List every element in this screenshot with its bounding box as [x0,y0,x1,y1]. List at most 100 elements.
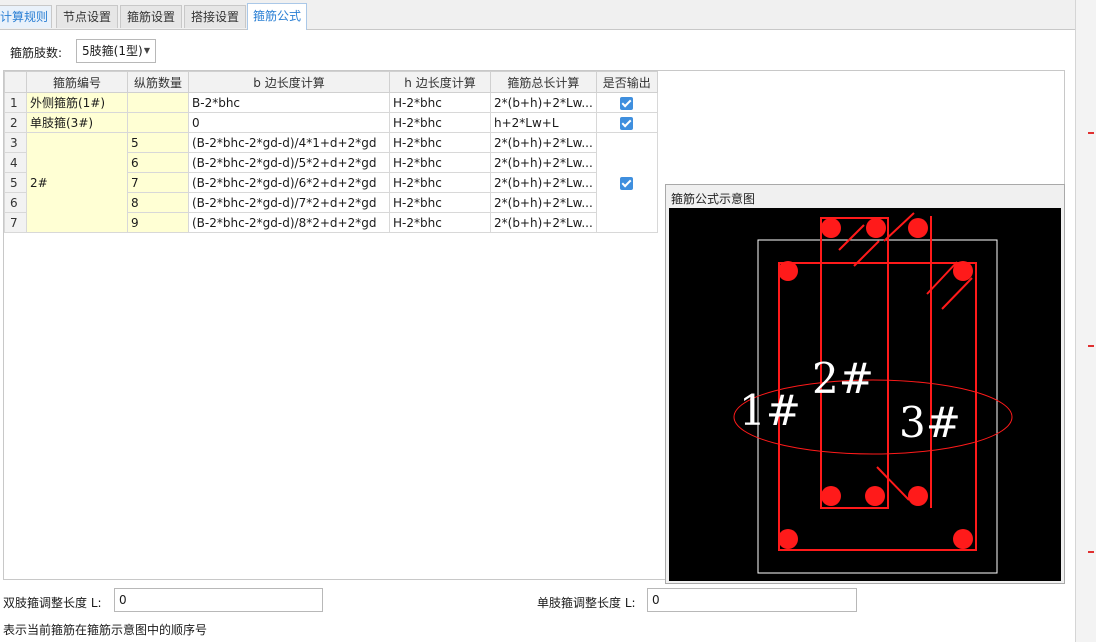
cell-id[interactable]: 2# [26,132,128,233]
col-header-b[interactable]: b 边长度计算 [188,71,390,93]
cell-h[interactable]: H-2*bhc [389,172,491,193]
table-row: 3 2# 5 (B-2*bhc-2*gd-d)/4*1+d+2*gd H-2*b… [4,132,658,233]
rebar-dot [953,529,973,549]
cell-b[interactable]: (B-2*bhc-2*gd-d)/8*2+d+2*gd [188,212,390,233]
cell-qty[interactable]: 5 [127,132,189,153]
stirrup-lines [778,212,977,551]
stirrup-count-label: 箍筋肢数: [10,46,63,60]
col-header-output[interactable]: 是否输出 [595,71,658,93]
double-adjust-input[interactable]: 0 [114,588,323,612]
cell-h[interactable]: H-2*bhc [389,192,491,213]
corner-cell [4,71,27,93]
cell-total[interactable]: h+2*Lw+L [490,112,597,133]
cell-h[interactable]: H-2*bhc [389,132,491,153]
row-number: 6 [4,192,27,213]
section-outline [757,239,998,574]
col-header-total[interactable]: 箍筋总长计算 [490,71,597,93]
cell-b[interactable]: 0 [188,112,390,133]
cell-total[interactable]: 2*(b+h)+2*Lw... [490,152,597,173]
col-header-qty[interactable]: 纵筋数量 [127,71,189,93]
cell-b[interactable]: (B-2*bhc-2*gd-d)/5*2+d+2*gd [188,152,390,173]
hook [853,240,880,267]
diagram-canvas: 1# 2# 3# [669,208,1061,581]
cell-b[interactable]: B-2*bhc [188,92,390,113]
row-number: 1 [4,92,27,113]
label-2: 2# [812,354,874,403]
table-row: 5 7 (B-2*bhc-2*gd-d)/6*2+d+2*gd H-2*bhc … [4,172,658,193]
table-row: 1 外侧箍筋(1#) B-2*bhc H-2*bhc 2*(b+h)+2*Lw.… [4,92,658,113]
cell-qty[interactable] [127,92,189,113]
cell-id[interactable]: 单肢箍(3#) [26,112,128,133]
cell-h[interactable]: H-2*bhc [389,152,491,173]
output-checkbox[interactable] [620,96,634,110]
cell-total[interactable]: 2*(b+h)+2*Lw... [490,192,597,213]
cell-h[interactable]: H-2*bhc [389,112,491,133]
outer-stirrup [778,262,977,551]
output-checkbox[interactable] [620,116,634,130]
row-number: 5 [4,172,27,193]
rebar-dot [778,261,798,281]
cell-output [595,92,658,113]
stirrup-diagram: 1# 2# 3# [733,212,1013,574]
table-row: 4 6 (B-2*bhc-2*gd-d)/5*2+d+2*gd H-2*bhc … [4,152,658,173]
label-3: 3# [899,398,961,447]
label-ellipse [733,379,1013,455]
table-row: 2 单肢箍(3#) 0 H-2*bhc h+2*Lw+L [4,112,658,133]
cell-b[interactable]: (B-2*bhc-2*gd-d)/4*1+d+2*gd [188,132,390,153]
cell-qty[interactable] [127,112,189,133]
stirrup-count-value: 5肢箍(1型) [82,44,143,58]
formula-table: 箍筋编号 纵筋数量 b 边长度计算 h 边长度计算 箍筋总长计算 是否输出 1 … [4,71,658,233]
rebar-dot [778,529,798,549]
table-header-row: 箍筋编号 纵筋数量 b 边长度计算 h 边长度计算 箍筋总长计算 是否输出 [4,71,658,93]
single-adjust-label: 单肢箍调整长度 L: [537,596,636,610]
tab-stirrup-formula[interactable]: 箍筋公式 [247,3,307,30]
cell-total[interactable]: 2*(b+h)+2*Lw... [490,212,597,233]
cell-h[interactable]: H-2*bhc [389,212,491,233]
row-number: 7 [4,212,27,233]
hook [883,212,915,242]
cell-qty[interactable]: 6 [127,152,189,173]
tab-bar: 计算规则 节点设置 箍筋设置 搭接设置 箍筋公式 [0,0,1075,30]
edge-marker [1088,551,1094,553]
cell-total[interactable]: 2*(b+h)+2*Lw... [490,132,597,153]
hook [926,261,958,295]
edge-marker [1088,345,1094,347]
cell-id[interactable]: 外侧箍筋(1#) [26,92,128,113]
cell-h[interactable]: H-2*bhc [389,92,491,113]
rebar-dot [821,218,841,238]
stirrup-count-select[interactable]: 5肢箍(1型) ▼ [76,39,156,63]
hook [941,277,973,310]
rebar-dot [908,218,928,238]
cell-output [595,112,658,133]
hook [876,466,910,501]
cell-b[interactable]: (B-2*bhc-2*gd-d)/7*2+d+2*gd [188,192,390,213]
edge-marker [1088,132,1094,134]
cell-qty[interactable]: 7 [127,172,189,193]
rebar-points [778,218,973,549]
cell-b[interactable]: (B-2*bhc-2*gd-d)/6*2+d+2*gd [188,172,390,193]
cell-output [595,132,658,233]
table-row: 7 9 (B-2*bhc-2*gd-d)/8*2+d+2*gd H-2*bhc … [4,212,658,233]
col-header-h[interactable]: h 边长度计算 [389,71,491,93]
col-header-id[interactable]: 箍筋编号 [26,71,128,93]
rebar-dot [908,486,928,506]
tab-stirrup-settings[interactable]: 箍筋设置 [120,5,182,28]
output-checkbox[interactable] [620,176,634,190]
rebar-dot [865,486,885,506]
double-adjust-label: 双肢箍调整长度 L: [3,596,102,610]
tab-lap-settings[interactable]: 搭接设置 [184,5,246,28]
chevron-down-icon: ▼ [143,46,150,55]
row-number: 3 [4,132,27,153]
cell-qty[interactable]: 9 [127,212,189,233]
tab-node-settings[interactable]: 节点设置 [56,5,118,28]
cell-total[interactable]: 2*(b+h)+2*Lw... [490,92,597,113]
stirrup-diagram-panel: 箍筋公式示意图 [665,184,1065,584]
diagram-title: 箍筋公式示意图 [671,192,756,206]
label-1: 1# [739,386,801,435]
single-adjust-input[interactable]: 0 [647,588,857,612]
row-number: 2 [4,112,27,133]
cell-qty[interactable]: 8 [127,192,189,213]
tab-calc-rules[interactable]: 计算规则 [0,5,52,28]
cell-total[interactable]: 2*(b+h)+2*Lw... [490,172,597,193]
status-text: 表示当前箍筋在箍筋示意图中的顺序号 [3,623,208,637]
